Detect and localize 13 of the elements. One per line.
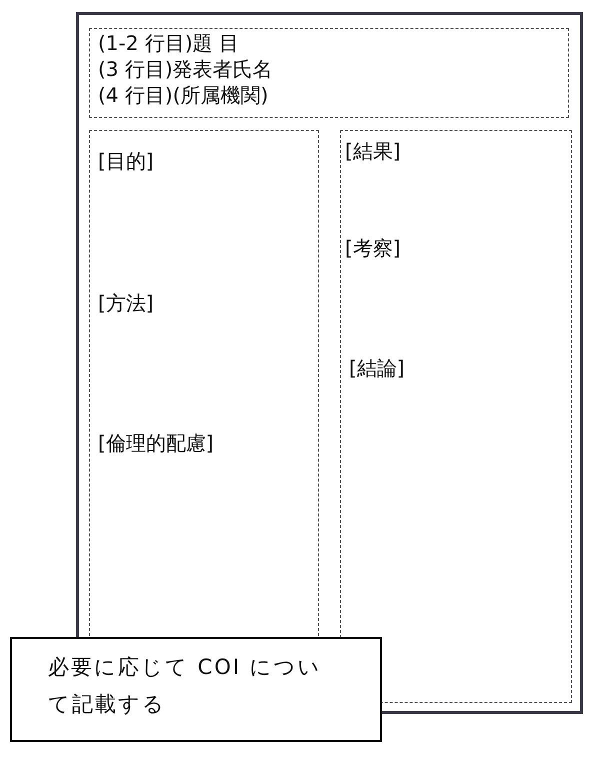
note-text: 必要に応じて COI について記載する (48, 654, 323, 718)
section-heading: [方法] (98, 291, 154, 315)
section-heading: [目的] (98, 149, 154, 173)
section-heading: [結論] (349, 356, 405, 380)
note-callout-box (10, 637, 382, 742)
title-line-text: (3 行目)発表者氏名 (98, 57, 273, 81)
title-section (89, 28, 569, 118)
title-line-text: (4 行目)(所属機関) (98, 83, 268, 107)
section-heading: [倫理的配慮] (98, 431, 214, 455)
section-heading: [考察] (345, 236, 401, 260)
title-line-text: (1-2 行目)題 目 (98, 31, 239, 55)
left-column-section (89, 130, 319, 636)
section-heading: [結果] (345, 139, 401, 163)
